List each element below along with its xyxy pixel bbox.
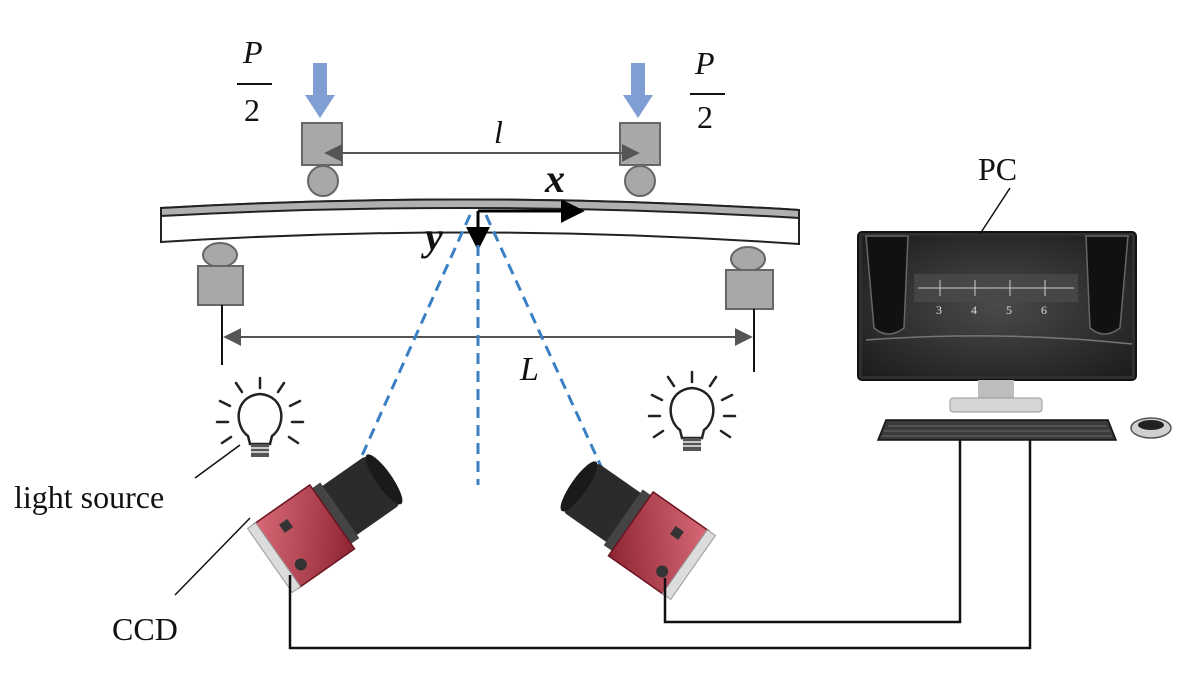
right-loading-block — [619, 122, 661, 197]
beam — [160, 198, 800, 246]
outer-span-label: L — [519, 351, 539, 388]
right-load-label-denominator: 2 — [697, 99, 713, 135]
monitor-grip-right — [1085, 235, 1129, 335]
left-camera-cable — [288, 440, 1032, 650]
ruler-tick-3: 3 — [936, 303, 942, 317]
pc-label: PC — [978, 151, 1017, 187]
right-load-arrow — [623, 63, 653, 118]
left-support — [197, 242, 244, 306]
right-ccd-camera-icon — [560, 461, 717, 601]
light-source-label: light source — [14, 479, 164, 515]
pc-leader-line — [979, 187, 1011, 235]
right-support — [725, 246, 774, 310]
ccd-label: CCD — [112, 611, 178, 647]
keyboard-icon — [876, 419, 1118, 441]
left-load-label-denominator: 2 — [244, 92, 260, 128]
right-load-label-numerator: P — [694, 45, 715, 81]
ruler-tick-4: 4 — [971, 303, 977, 317]
right-light-source-icon — [647, 370, 737, 451]
inner-span-label: l — [494, 114, 503, 150]
light-source-leader-line — [194, 444, 241, 479]
x-axis-label: x — [544, 156, 565, 201]
left-light-source-icon — [215, 376, 305, 457]
monitor-neck — [978, 380, 1014, 400]
right-camera-cable — [663, 440, 962, 624]
y-axis-label: y — [421, 214, 443, 259]
monitor-base — [949, 397, 1043, 413]
left-load-label-numerator: P — [242, 34, 263, 70]
pc-monitor: 3 4 5 6 — [857, 231, 1137, 413]
camera-sight-lines — [358, 214, 606, 485]
ruler-tick-6: 6 — [1041, 303, 1047, 317]
ruler-tick-5: 5 — [1006, 303, 1012, 317]
left-load-arrow — [305, 63, 335, 118]
left-ccd-camera-icon — [246, 454, 403, 594]
ccd-leader-line — [174, 517, 251, 596]
left-loading-block — [301, 122, 343, 197]
mouse-icon — [1130, 417, 1172, 439]
monitor-grip-left — [865, 235, 909, 335]
